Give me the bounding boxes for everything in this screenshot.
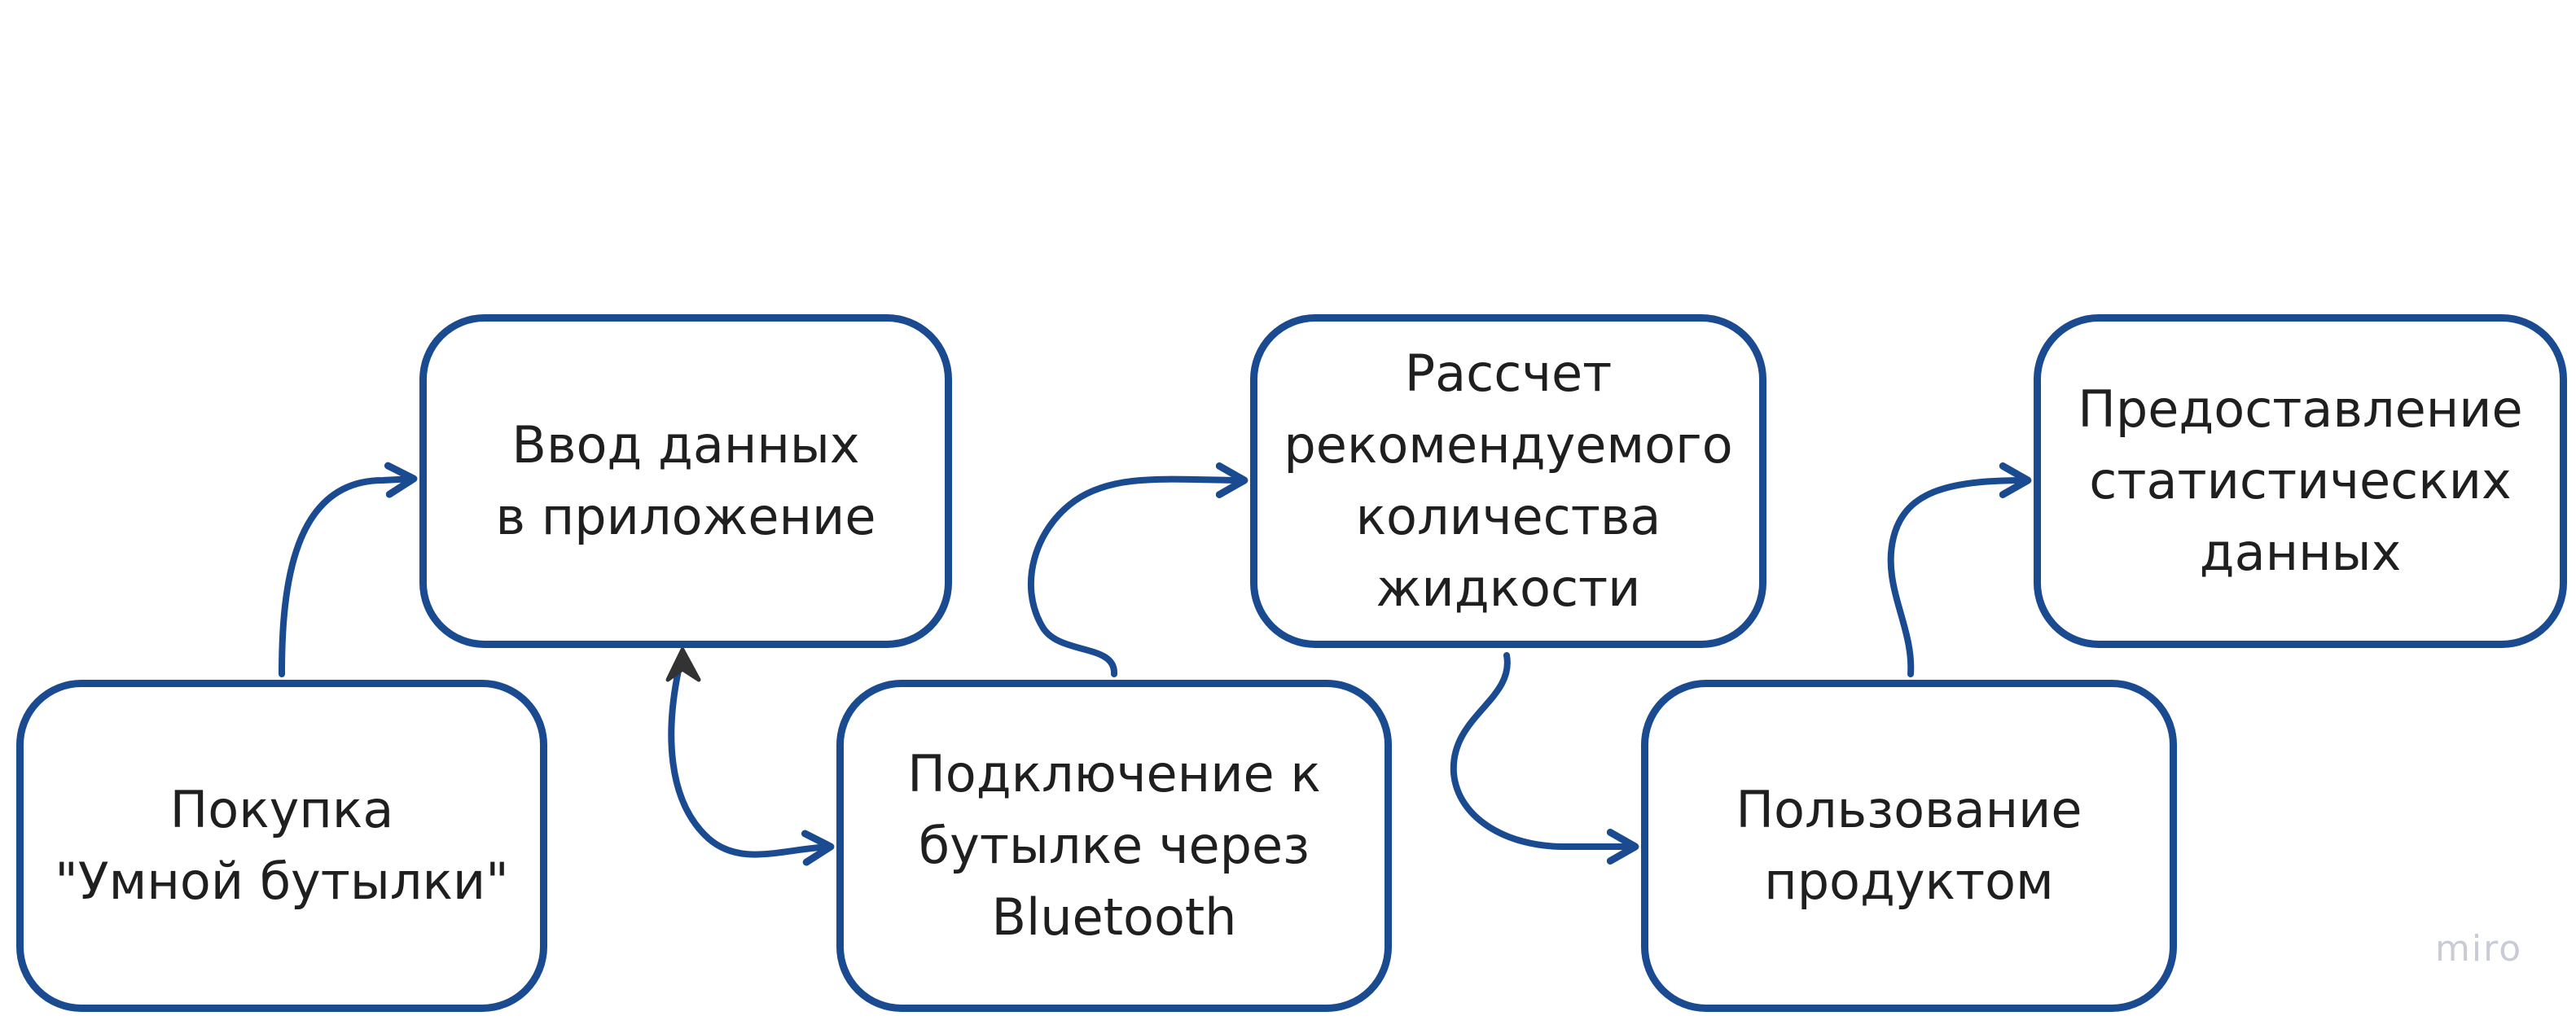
node-statistics-label: Предоставление статистических данных	[2078, 379, 2523, 582]
node-bluetooth[interactable]: Подключение к бутылке через Bluetooth	[836, 680, 1392, 1012]
node-purchase[interactable]: Покупка "Умной бутылки"	[16, 680, 547, 1012]
connector-bluetooth-to-calculation	[1028, 462, 1249, 677]
node-usage-label: Пользование продуктом	[1736, 780, 2082, 911]
connector-calculation-to-usage	[1450, 652, 1639, 865]
node-statistics[interactable]: Предоставление статистических данных	[2034, 314, 2567, 648]
connector-usage-to-statistics	[1887, 462, 2032, 677]
node-data-entry[interactable]: Ввод данных в приложение	[419, 314, 952, 648]
node-bluetooth-label: Подключение к бутылке через Bluetooth	[907, 744, 1321, 947]
node-data-entry-label: Ввод данных в приложение	[495, 415, 876, 546]
node-purchase-label: Покупка "Умной бутылки"	[55, 780, 509, 911]
connector-data-entry-to-bluetooth	[668, 656, 835, 866]
connector-dark-arrowhead	[665, 647, 701, 682]
node-usage[interactable]: Пользование продуктом	[1641, 680, 2177, 1012]
node-calculation-label: Рассчет рекомендуемого количества жидкос…	[1284, 344, 1733, 618]
connector-purchase-to-data-entry	[279, 462, 418, 677]
miro-watermark: miro	[2435, 928, 2523, 970]
node-calculation[interactable]: Рассчет рекомендуемого количества жидкос…	[1250, 314, 1766, 648]
